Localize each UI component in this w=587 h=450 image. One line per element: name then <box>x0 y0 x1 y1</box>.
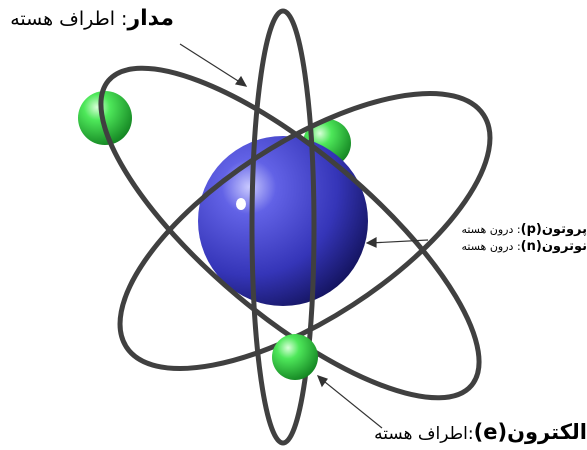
proton-label: پروتون(p): درون هسته <box>461 221 587 238</box>
electron-arrow <box>320 378 382 428</box>
neutron-desc: : درون هسته <box>462 240 521 253</box>
orbit-label: مدار: اطراف هسته <box>10 6 174 31</box>
nucleus-highlight <box>236 198 246 210</box>
orbit-desc: : اطراف هسته <box>10 8 127 30</box>
electron-bottom <box>272 334 318 380</box>
electron-desc: :اطراف هسته <box>374 424 474 444</box>
nucleus-labels: پروتون(p): درون هسته نوترون(n): درون هست… <box>461 221 587 255</box>
electron-top-left <box>78 91 132 145</box>
neutron-label: نوترون(n): درون هسته <box>461 238 587 255</box>
neutron-term: نوترون(n) <box>521 239 587 254</box>
electron-term: الکترون(e) <box>474 420 587 444</box>
orbit-term: مدار <box>127 6 174 31</box>
proton-term: پروتون(p) <box>521 222 587 237</box>
nucleus <box>198 136 368 306</box>
electron-label: الکترون(e):اطراف هسته <box>374 420 587 444</box>
proton-desc: : درون هسته <box>461 223 520 236</box>
